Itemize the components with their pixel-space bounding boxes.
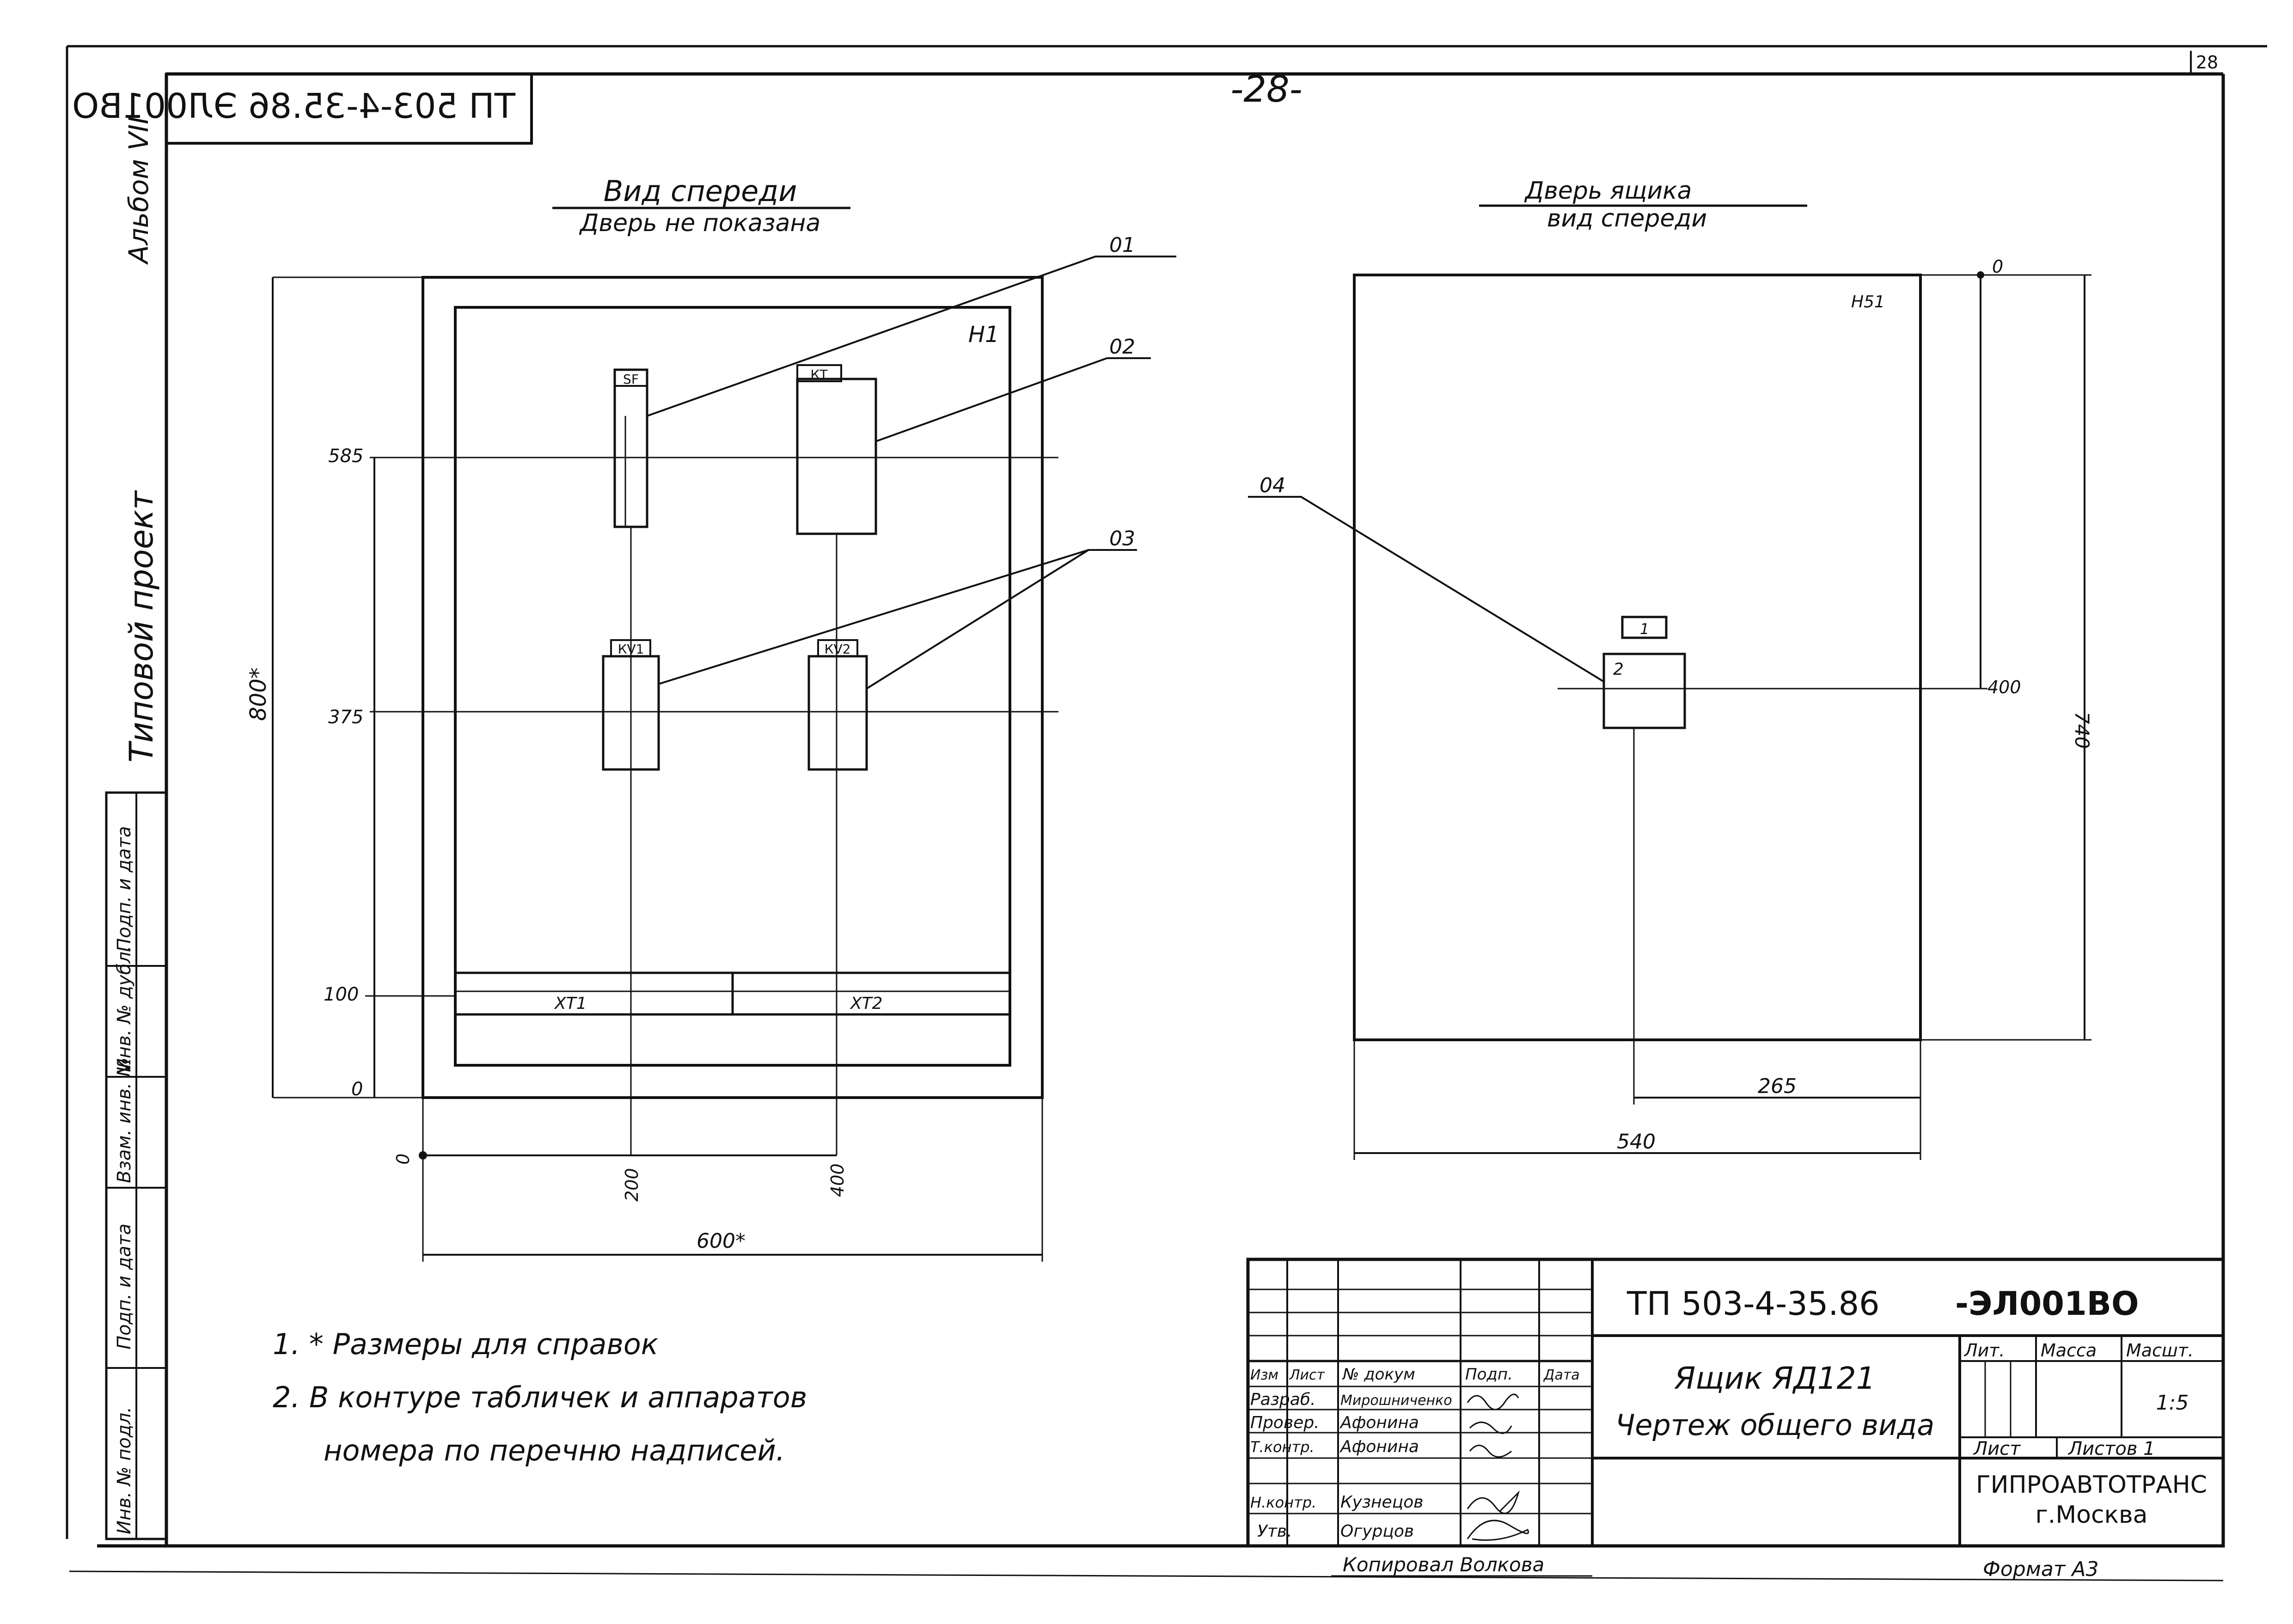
- terminal-strip: ХТ1 ХТ2: [455, 971, 1010, 1016]
- org-city: г.Москва: [2035, 1501, 2147, 1529]
- notes: 1. * Размеры для справок 2. В контуре та…: [273, 1327, 807, 1467]
- sheet-frame: 28: [66, 45, 2267, 1548]
- side-labels: Альбом VII Типовой проект: [122, 116, 160, 763]
- front-view-subtitle: Дверь не показана: [579, 209, 820, 237]
- role-3: Н.контр.: [1250, 1494, 1316, 1511]
- note-2-cont: номера по перечню надписей.: [324, 1434, 785, 1467]
- device-tag-sf: SF: [623, 372, 639, 387]
- role-4: Утв.: [1257, 1522, 1292, 1541]
- name-3: Кузнецов: [1340, 1493, 1423, 1512]
- scale-value: 1:5: [2156, 1391, 2189, 1415]
- door-view: Дверь ящика вид спереди Н51 1 2 04 0 400…: [1248, 177, 2093, 1160]
- mass-label: Масса: [2041, 1340, 2097, 1361]
- sheet-label: Лист: [1973, 1438, 2021, 1459]
- leader-label-02: 02: [1109, 335, 1135, 359]
- role-0: Разраб.: [1250, 1390, 1315, 1409]
- panel-mark-h1: Н1: [968, 322, 999, 348]
- dim-height-800: 800*: [245, 667, 271, 721]
- role-1: Провер.: [1250, 1413, 1320, 1432]
- front-view: Вид спереди Дверь не показана Н1 SF КТ К…: [245, 174, 1176, 1262]
- note-1: 1. * Размеры для справок: [273, 1327, 659, 1361]
- cabinet-body: [422, 276, 1044, 1099]
- side-column-table: Подп. и дата Инв. № дубл. Взам. инв. № П…: [105, 791, 168, 1540]
- leaders-front: 01 02 03: [647, 233, 1176, 690]
- org-name: ГИПРОАВТОТРАНС: [1976, 1471, 2207, 1499]
- door-view-subtitle: вид спереди: [1547, 205, 1707, 232]
- name-1: Афонина: [1339, 1413, 1419, 1432]
- leader-label-03: 03: [1109, 527, 1135, 550]
- device-tag-kt: КТ: [811, 367, 828, 382]
- dim-y-100: 100: [324, 984, 359, 1005]
- hdr-date: Дата: [1543, 1367, 1580, 1383]
- mirrored-doc-code-stamp: ТП 503-4-35.86 ЭЛ001ВО: [72, 73, 533, 145]
- lit-label: Лит.: [1963, 1340, 2005, 1361]
- dim-y-0: 0: [351, 1079, 363, 1100]
- door-dim-740: 740: [2071, 712, 2093, 749]
- paper-format: Формат А3: [1983, 1557, 2099, 1581]
- drawing-type: Чертеж общего вида: [1615, 1408, 1934, 1442]
- side-col-0: Инв. № подл.: [114, 1407, 135, 1534]
- door-dim-265: 265: [1758, 1075, 1797, 1098]
- side-col-4: Подп. и дата: [114, 826, 135, 952]
- doc-code: ТП 503-4-35.86: [1627, 1285, 1880, 1323]
- dim-x-200: 200: [622, 1168, 642, 1202]
- side-col-2: Взам. инв. №: [114, 1057, 135, 1183]
- dim-y-585: 585: [328, 446, 363, 467]
- panel-mark-h51: Н51: [1851, 293, 1885, 311]
- signature-marks: [1467, 1393, 1529, 1541]
- dim-width-600: 600*: [697, 1229, 746, 1253]
- sheets-label: Листов 1: [2067, 1438, 2155, 1459]
- terminal-block-xt2: ХТ2: [850, 994, 883, 1013]
- corner-sheet-number: 28: [2196, 52, 2218, 73]
- role-2: Т.контр.: [1250, 1438, 1315, 1456]
- hdr-doc: № докум: [1342, 1365, 1415, 1384]
- plate-2: [1602, 653, 1686, 729]
- name-0: Мирошниченко: [1340, 1392, 1452, 1409]
- album-label: Альбом VII: [123, 116, 154, 265]
- vertical-dimensions: 800* 0 100 375 585: [245, 276, 455, 1100]
- horizontal-dimensions: 600* 0 200 400: [393, 1098, 1043, 1262]
- dim-x-0: 0: [393, 1154, 413, 1165]
- name-2: Афонина: [1339, 1437, 1419, 1456]
- plate-label-1: 1: [1640, 620, 1649, 638]
- device-kt: КТ: [796, 364, 877, 535]
- door-dim-540: 540: [1617, 1130, 1656, 1154]
- note-2: 2. В контуре табличек и аппаратов: [273, 1380, 807, 1414]
- plate-1: [1621, 616, 1668, 639]
- device-tag-kv2: КV2: [825, 641, 851, 657]
- page-number: -28-: [1230, 69, 1302, 110]
- door-view-title: Дверь ящика: [1524, 177, 1692, 205]
- mirrored-doc-code: ТП 503-4-35.86 ЭЛ001ВО: [72, 86, 516, 126]
- door-dim-400: 400: [1987, 677, 2021, 697]
- door-panel: [1353, 274, 1922, 1041]
- terminal-block-xt1: ХТ1: [554, 994, 587, 1013]
- scale-label: Масшт.: [2126, 1340, 2194, 1361]
- leader-label-04: 04: [1260, 474, 1285, 497]
- dim-y-375: 375: [328, 707, 363, 728]
- device-sf: SF: [613, 368, 648, 528]
- drawing-name: Ящик ЯД121: [1674, 1361, 1875, 1396]
- mounting-panel: [454, 306, 1011, 1067]
- copied-by: Копировал Волкова: [1343, 1553, 1544, 1576]
- front-view-title: Вид спереди: [604, 174, 797, 208]
- side-col-1: Подп. и дата: [114, 1224, 135, 1349]
- title-block: ТП 503-4-35.86 -ЭЛ001ВО Ящик ЯД121 Черте…: [1246, 1258, 2225, 1548]
- device-kv2: КV2: [807, 639, 868, 771]
- project-type-label: Типовой проект: [122, 490, 160, 763]
- leader-label-01: 01: [1109, 233, 1135, 257]
- door-dim-origin: 0: [1992, 256, 2003, 277]
- doc-suffix: -ЭЛ001ВО: [1955, 1285, 2139, 1323]
- dim-x-400: 400: [827, 1163, 848, 1197]
- hdr-sign: Подп.: [1465, 1365, 1513, 1384]
- plate-label-2: 2: [1613, 660, 1624, 679]
- hdr-izm: Изм: [1250, 1367, 1278, 1383]
- hdr-list: Лист: [1289, 1367, 1326, 1383]
- side-col-3: Инв. № дубл.: [114, 946, 135, 1072]
- name-4: Огурцов: [1340, 1522, 1414, 1541]
